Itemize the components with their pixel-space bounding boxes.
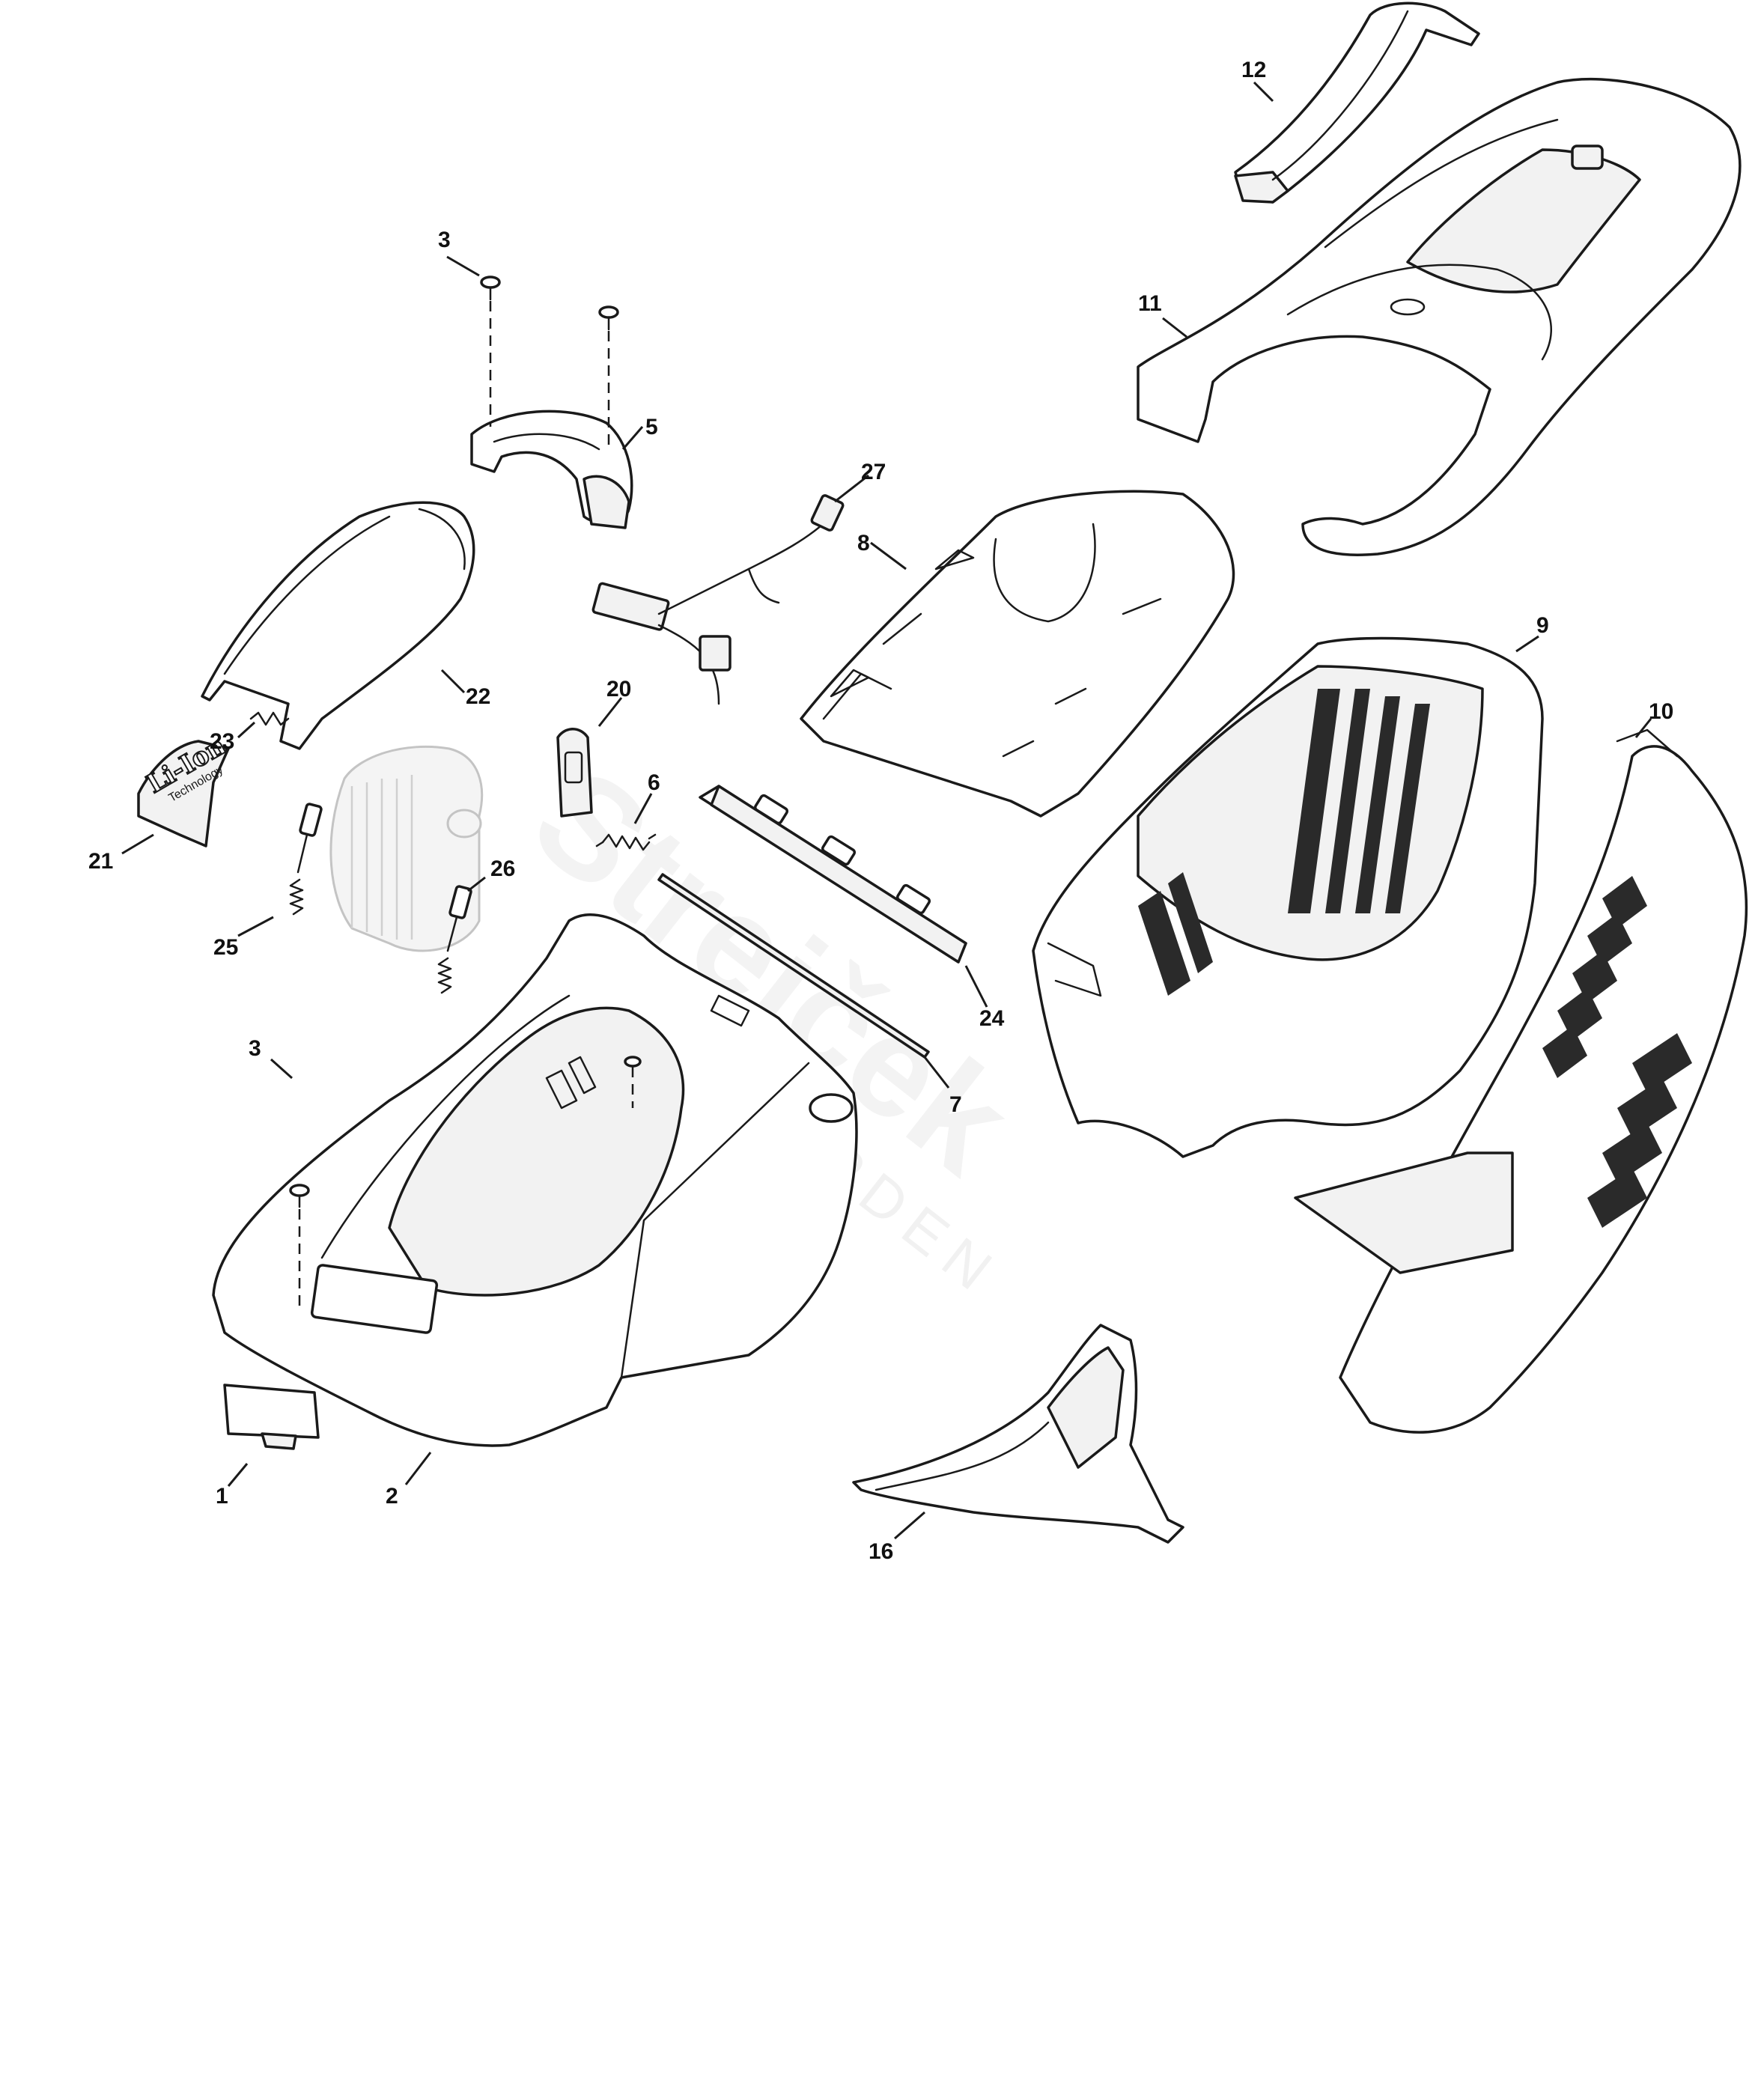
carry-handle-icon	[470, 410, 633, 529]
callout-12: 12	[1241, 58, 1266, 82]
callout-9: 9	[1536, 613, 1549, 638]
screw-icon	[624, 1056, 642, 1108]
callout-22: 22	[466, 684, 490, 709]
callout-6: 6	[648, 770, 660, 795]
grass-bag-frame-icon	[1032, 636, 1544, 1158]
rear-flap-icon	[800, 490, 1235, 818]
callouts: 12 11 3 5 27 8 9 10 22 23 20 6 21 26 25 …	[88, 58, 1673, 1564]
callout-1: 1	[216, 1484, 228, 1509]
callout-3-lower: 3	[249, 1036, 261, 1061]
mower-deck-housing-icon	[212, 913, 858, 1447]
latch-pin-spring-icon	[289, 803, 323, 916]
cover-tab-icon	[223, 1384, 320, 1450]
callout-10: 10	[1649, 699, 1673, 724]
callout-27: 27	[861, 460, 886, 484]
small-spring-icon	[249, 711, 290, 726]
callout-5: 5	[645, 415, 658, 439]
latch-pin-spring-icon	[437, 885, 472, 994]
grass-bag-cover-icon	[1294, 728, 1748, 1434]
mulching-plug-icon	[852, 1324, 1184, 1544]
callout-26: 26	[490, 856, 515, 881]
hinge-bar-icon	[699, 785, 967, 964]
screw-icon	[289, 1184, 310, 1310]
key-icon	[556, 728, 593, 818]
leader-lines	[121, 81, 1652, 1540]
spring-icon	[595, 833, 657, 851]
wiring-harness-icon	[591, 494, 845, 705]
screw-icon	[598, 305, 619, 449]
callout-8: 8	[857, 531, 870, 556]
callout-3-top: 3	[438, 228, 451, 252]
handle-bar-icon	[1234, 1, 1480, 204]
callout-7: 7	[949, 1092, 962, 1117]
screw-icon	[480, 276, 501, 427]
top-cover-icon	[1137, 77, 1742, 556]
callout-24: 24	[979, 1006, 1005, 1031]
callout-11: 11	[1138, 291, 1162, 316]
callout-2: 2	[386, 1484, 398, 1509]
callout-23: 23	[210, 729, 234, 754]
callout-25: 25	[213, 935, 238, 960]
battery-icon	[329, 745, 484, 952]
callout-21: 21	[88, 849, 113, 874]
callout-20: 20	[606, 677, 631, 701]
battery-lid-icon	[201, 501, 475, 750]
callout-16: 16	[869, 1539, 893, 1564]
rod-icon	[657, 873, 930, 1059]
